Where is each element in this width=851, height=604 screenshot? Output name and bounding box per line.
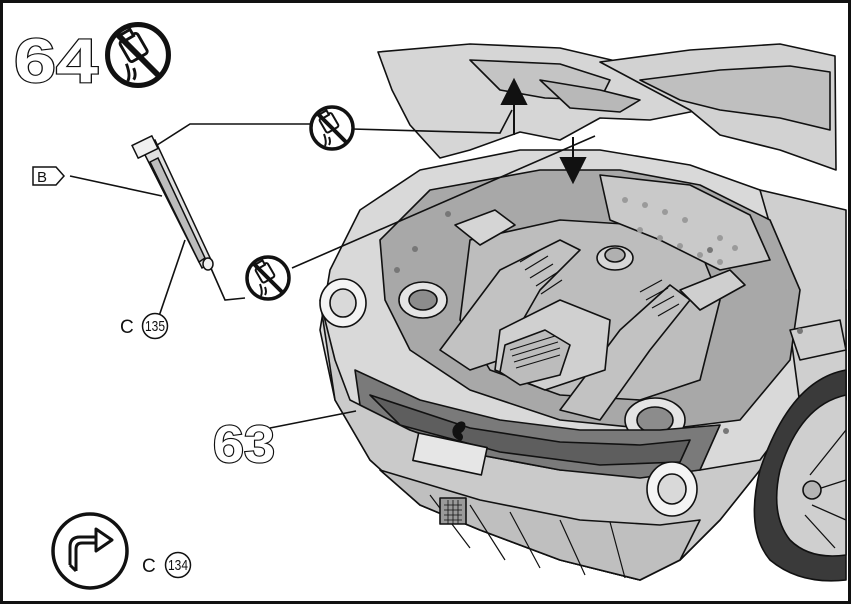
part-number: 135 bbox=[145, 318, 165, 335]
fitting-arrows bbox=[500, 77, 587, 185]
flag-label: B bbox=[32, 166, 66, 186]
arrow-down-icon bbox=[559, 157, 587, 185]
part-label-134: C 134 bbox=[142, 551, 192, 579]
gas-strut-part bbox=[131, 134, 214, 271]
part-number: 134 bbox=[168, 557, 188, 574]
no-glue-icon bbox=[108, 25, 169, 86]
no-glue-icon bbox=[245, 255, 291, 301]
part-label-135: C 135 bbox=[120, 312, 169, 340]
prancing-horse-logo bbox=[452, 421, 466, 441]
part-prefix: C bbox=[142, 556, 156, 577]
step-number: 64 bbox=[14, 27, 99, 96]
flag-letter: B bbox=[37, 169, 47, 186]
arrow-up-icon bbox=[500, 77, 528, 105]
part-prefix: C bbox=[120, 317, 134, 338]
leader-lines bbox=[69, 109, 596, 429]
rotate-icon bbox=[51, 512, 129, 590]
no-glue-icon bbox=[309, 105, 355, 151]
previous-step-number: 63 bbox=[213, 416, 275, 474]
